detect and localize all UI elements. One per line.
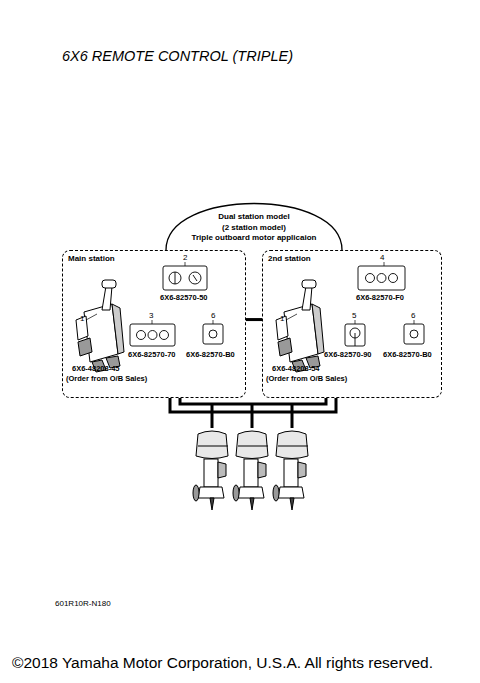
callout-number: 6: [411, 311, 415, 320]
leader-lines: [86, 262, 414, 324]
main-switch: [169, 272, 181, 284]
arch-line: [166, 204, 342, 251]
switch-panel: [163, 266, 207, 290]
header-text: Triple outboard motor applicaion: [192, 233, 317, 244]
station-label: Main station: [68, 254, 115, 263]
outboard-motor: [273, 431, 308, 510]
part-number: 6X6-82570-90: [324, 350, 372, 359]
part-number: (Order from O/B Sales): [66, 374, 147, 383]
leader-line: [286, 314, 297, 320]
key-mark: [193, 275, 197, 281]
header-text: (2 station model): [222, 223, 286, 234]
switch-panel: [345, 324, 365, 346]
leader-line: [384, 262, 385, 266]
leader-line: [86, 314, 97, 320]
copyright-caption: ©2018 Yamaha Motor Corporation, U.S.A. A…: [12, 654, 433, 672]
station-label: 2nd station: [268, 254, 311, 263]
part-number: 6X6-82570-B0: [186, 350, 235, 359]
leader-line: [355, 320, 356, 324]
diagram-title: 6X6 REMOTE CONTROL (TRIPLE): [62, 48, 293, 64]
button: [366, 274, 375, 283]
connector-line: [246, 318, 262, 321]
outboard-motor: [193, 431, 228, 510]
part-number: (Order from O/B Sales): [266, 374, 347, 383]
switch-panel: [203, 324, 223, 344]
key-switch: [189, 272, 201, 284]
callout-number: 6: [211, 311, 215, 320]
part-number: 6X6-82570-F0: [356, 293, 404, 302]
part-number: 6X6-82570-70: [128, 350, 176, 359]
remote-control: [276, 280, 324, 372]
callout-number: 2: [183, 253, 187, 262]
remote-control: [76, 280, 124, 372]
leader-line: [414, 320, 415, 324]
harness-drop: [212, 404, 292, 428]
callout-number: 1: [80, 314, 84, 323]
callout-number: 4: [380, 253, 384, 262]
arch-text-stack: Dual station model(2 station model)Tripl…: [165, 212, 343, 244]
outboard-motor: [233, 431, 268, 510]
callout-number: 3: [149, 311, 153, 320]
harness-bus: [180, 398, 326, 404]
switch-panel: [358, 266, 405, 290]
callout-number: 1: [280, 314, 284, 323]
part-number: 6X6-48208-54: [272, 364, 320, 373]
button: [209, 330, 217, 338]
header-text: Dual station model: [218, 212, 290, 223]
switch-panel: [130, 324, 175, 346]
switch-panel: [404, 324, 424, 344]
drawing-code: 601R10R-N180: [55, 599, 111, 608]
part-number: 6X6-48208-45: [72, 364, 120, 373]
part-number: 6X6-82570-B0: [383, 350, 432, 359]
button: [148, 331, 157, 340]
leader-line: [213, 320, 214, 324]
button: [377, 274, 386, 283]
wires: [170, 398, 336, 428]
button: [137, 331, 146, 340]
leader-line: [185, 262, 186, 266]
connector-cable: [246, 319, 262, 320]
button: [389, 274, 398, 283]
button: [410, 330, 418, 338]
switch-mark: [175, 272, 176, 284]
key: [355, 333, 356, 346]
arch-header: Dual station model(2 station model)Tripl…: [165, 200, 343, 250]
button: [160, 331, 169, 340]
leader-line: [152, 320, 153, 324]
part-number: 6X6-82570-50: [160, 293, 208, 302]
callout-number: 5: [352, 311, 356, 320]
